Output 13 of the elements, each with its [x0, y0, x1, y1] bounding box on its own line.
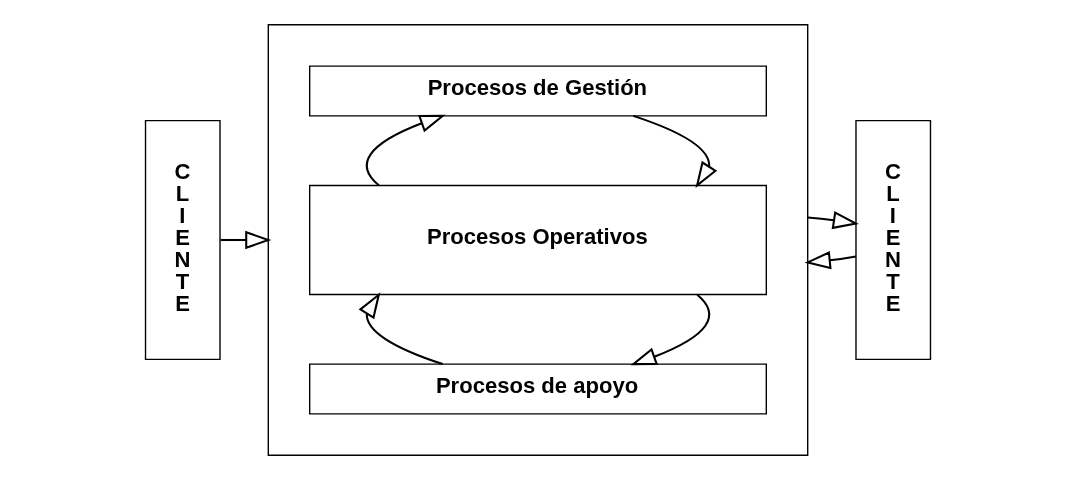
node-box: C L I E N T E — [144, 120, 221, 360]
arrow — [630, 294, 711, 366]
arrow — [807, 211, 859, 230]
node-box: C L I E N T E — [855, 120, 932, 360]
arrow — [632, 114, 718, 188]
arrow — [358, 292, 444, 366]
arrow — [365, 114, 446, 187]
node-box: Procesos de apoyo — [309, 363, 767, 415]
node-box: Procesos Operativos — [309, 184, 767, 296]
cluster — [267, 24, 809, 456]
arrow — [220, 230, 272, 250]
arrow — [804, 251, 857, 270]
node-box: Procesos de Gestión — [309, 65, 767, 117]
